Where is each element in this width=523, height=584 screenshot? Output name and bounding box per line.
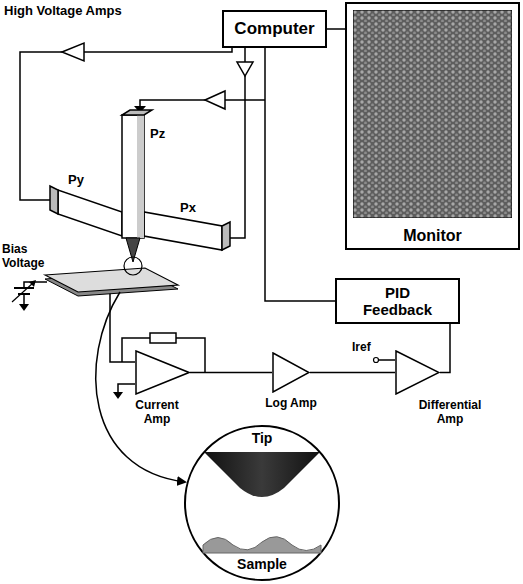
- tip-drawing: [204, 452, 320, 497]
- input-terminal: [374, 358, 379, 363]
- ground-symbol: [113, 392, 123, 399]
- feedback-wire: [176, 338, 205, 373]
- node-text: Monitor: [403, 227, 462, 245]
- node-text: Computer: [234, 19, 314, 39]
- hv-wire: [140, 100, 205, 106]
- amplifier-symbol: [62, 43, 84, 61]
- reference-wire: [378, 359, 395, 361]
- connector-line: [440, 324, 450, 373]
- arrow-head: [29, 280, 36, 287]
- monitor-box: Monitor: [345, 2, 520, 250]
- amplifier-node: Differential Amp: [395, 350, 440, 395]
- connector-line: [190, 372, 272, 374]
- amplifier-label: Differential Amp: [410, 398, 490, 426]
- variable-arrow: [12, 283, 33, 302]
- connector-line: [327, 28, 345, 30]
- screen-image: [353, 10, 512, 218]
- piezo-arm: [58, 190, 122, 236]
- sample-plate: [45, 268, 178, 292]
- amplifier-symbol: [237, 62, 253, 76]
- part-label: Iref: [352, 340, 371, 354]
- amplifier-symbol: [395, 350, 440, 395]
- hv-wire: [84, 48, 232, 52]
- computer-box: Computer: [222, 10, 327, 48]
- part-label: Py: [68, 172, 84, 187]
- ground-symbol: [19, 304, 29, 311]
- amplifier-triangle: [136, 351, 189, 394]
- amplifier-label-holder: Log Amp: [260, 396, 322, 410]
- amplifier-triangle: [396, 351, 439, 394]
- battery-plate: [14, 287, 34, 289]
- part-label: Bias Voltage: [2, 242, 52, 270]
- sample-surface: [203, 537, 321, 553]
- monitor-screen: [353, 10, 512, 218]
- wires: [20, 48, 395, 392]
- hv-wire: [20, 52, 62, 200]
- piezo-bar: [122, 115, 144, 238]
- magnifier-circle: [185, 426, 339, 580]
- piezo-end: [50, 186, 58, 214]
- piezo-shade: [137, 115, 144, 238]
- part-label: Px: [180, 200, 196, 215]
- bias-wire: [23, 294, 25, 304]
- amplifier-node: Current Amp: [135, 350, 190, 395]
- piezo-arm: [144, 212, 222, 250]
- zoom-circle: [124, 257, 142, 275]
- amplifier-symbol: [205, 91, 225, 109]
- part-label: High Voltage Amps: [4, 3, 122, 18]
- part-label: Tip: [242, 430, 282, 446]
- hv-wire: [225, 99, 265, 101]
- amplifier-label-holder: Current Amp: [127, 398, 187, 426]
- connector-line: [310, 372, 395, 374]
- feedback-box: PID Feedback: [335, 278, 460, 324]
- resistor-symbol: [150, 333, 176, 343]
- amplifier-node: Log Amp: [272, 352, 310, 393]
- amplifier-symbol: [272, 352, 310, 393]
- part-label: Sample: [222, 556, 302, 572]
- part-label: Pz: [150, 126, 165, 141]
- connector-line: [265, 48, 335, 301]
- ground-wire: [118, 384, 135, 392]
- amplifier-label: Current Amp: [127, 398, 187, 426]
- piezo-top: [122, 110, 152, 115]
- amplifier-symbol: [135, 350, 190, 395]
- amplifier-triangle: [273, 353, 309, 392]
- amplifier-label-holder: Differential Amp: [410, 398, 490, 426]
- amplifier-label: Log Amp: [260, 396, 322, 410]
- hv-wire: [244, 48, 246, 62]
- node-text: PID Feedback: [353, 284, 443, 318]
- piezo-end: [222, 222, 230, 250]
